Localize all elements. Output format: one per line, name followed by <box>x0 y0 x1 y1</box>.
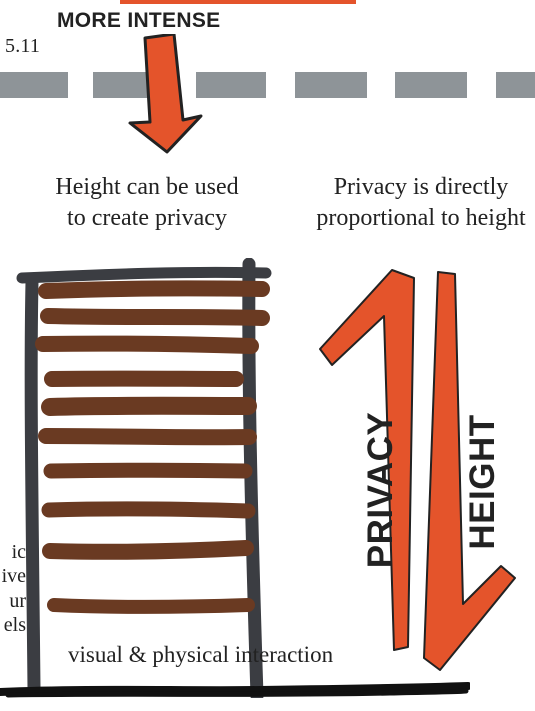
cropped-side-note: ic ive ur els <box>1 541 26 637</box>
privacy-vertical-label: PRIVACY <box>361 411 400 569</box>
down-arrow-icon <box>128 34 203 154</box>
privacy-height-arrows-icon <box>319 269 516 671</box>
dash-segment <box>496 72 535 98</box>
dash-segment <box>295 72 367 98</box>
dash-segment <box>395 72 467 98</box>
dash-segment <box>0 72 68 98</box>
interaction-label: visual & physical interaction <box>68 642 334 667</box>
proportional-caption: Privacy is directly proportional to heig… <box>316 174 526 231</box>
dashed-divider <box>0 72 535 98</box>
height-privacy-caption: Height can be used to create privacy <box>55 174 239 231</box>
figure-number: 5.11 <box>5 35 41 57</box>
intensity-label: MORE INTENSE <box>57 9 221 32</box>
building-diagram <box>16 258 272 698</box>
ground-line <box>0 682 470 698</box>
dash-segment <box>196 72 266 98</box>
top-accent-rule <box>120 0 356 4</box>
height-vertical-label: HEIGHT <box>463 414 502 550</box>
